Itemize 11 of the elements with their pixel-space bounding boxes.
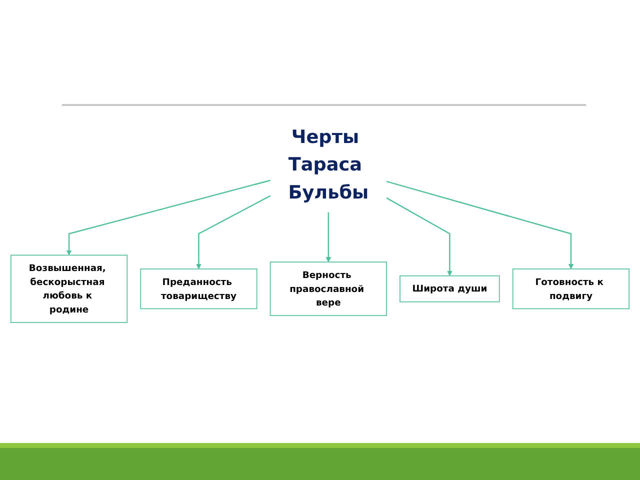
feature-box: Широта души (400, 275, 500, 302)
feature-box: Преданность товариществу (140, 268, 258, 310)
feature-box: Готовность к подвигу (512, 268, 630, 310)
arrow (196, 195, 271, 270)
feature-box: Верность православной вере (270, 262, 387, 316)
arrow (386, 197, 452, 276)
heading-text: Черты Тараса Бульбы (288, 126, 369, 204)
arrow (66, 180, 270, 256)
feature-box: Возвышенная, бескорыстная любовь к родине (10, 254, 128, 323)
arrow (326, 212, 332, 262)
arrow (386, 180, 574, 270)
